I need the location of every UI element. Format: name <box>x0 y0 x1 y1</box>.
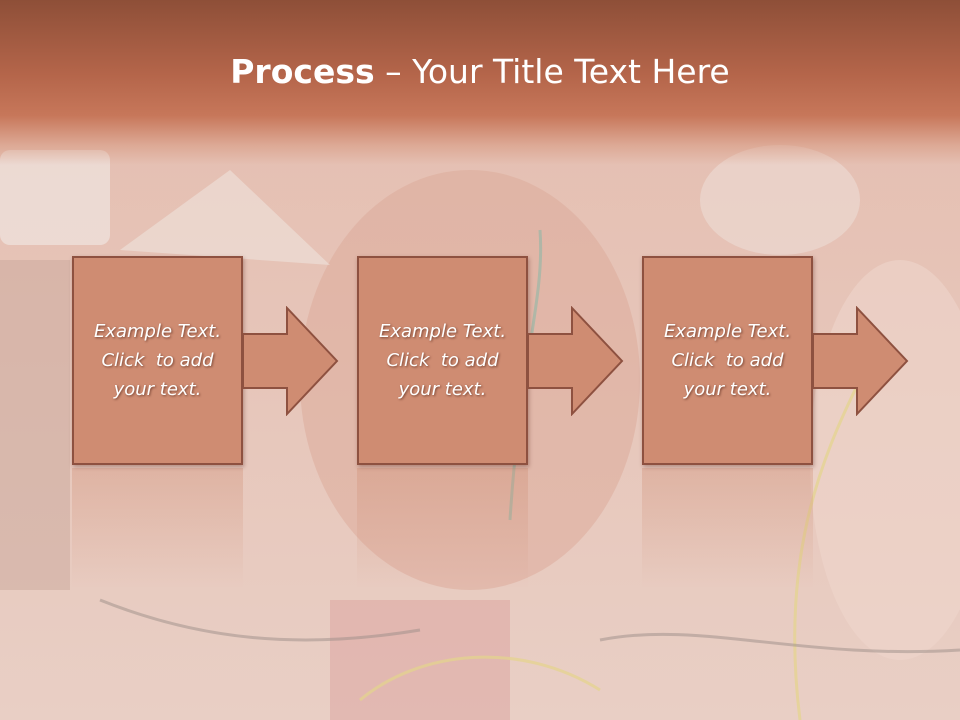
slide-title[interactable]: Process – Your Title Text Here <box>0 52 960 91</box>
step-1-line-3: your text. <box>113 379 202 400</box>
step-1-arrow-icon <box>243 306 339 416</box>
step-2-box[interactable]: Example Text. Click to add your text. <box>357 256 528 465</box>
step-1-text: Example Text. Click to add your text. <box>86 317 229 404</box>
step-2-reflection <box>357 468 528 588</box>
step-1-line-1: Example Text. <box>93 321 222 342</box>
step-3-line-3: your text. <box>683 379 772 400</box>
step-3-line-2: Click to add <box>671 350 784 371</box>
step-2-line-3: your text. <box>398 379 487 400</box>
step-1-box[interactable]: Example Text. Click to add your text. <box>72 256 243 465</box>
step-3-line-1: Example Text. <box>663 321 792 342</box>
step-2-line-1: Example Text. <box>378 321 507 342</box>
step-2-line-2: Click to add <box>386 350 499 371</box>
step-2-arrow-icon <box>528 306 624 416</box>
title-bold: Process <box>230 52 375 91</box>
step-1-line-2: Click to add <box>101 350 214 371</box>
step-3-arrow-icon <box>813 306 909 416</box>
title-rest: – Your Title Text Here <box>374 52 730 91</box>
step-2-text: Example Text. Click to add your text. <box>371 317 514 404</box>
step-3-box[interactable]: Example Text. Click to add your text. <box>642 256 813 465</box>
step-3-text: Example Text. Click to add your text. <box>656 317 799 404</box>
step-3-reflection <box>642 468 813 588</box>
step-1-reflection <box>72 468 243 588</box>
header-band <box>0 0 960 165</box>
